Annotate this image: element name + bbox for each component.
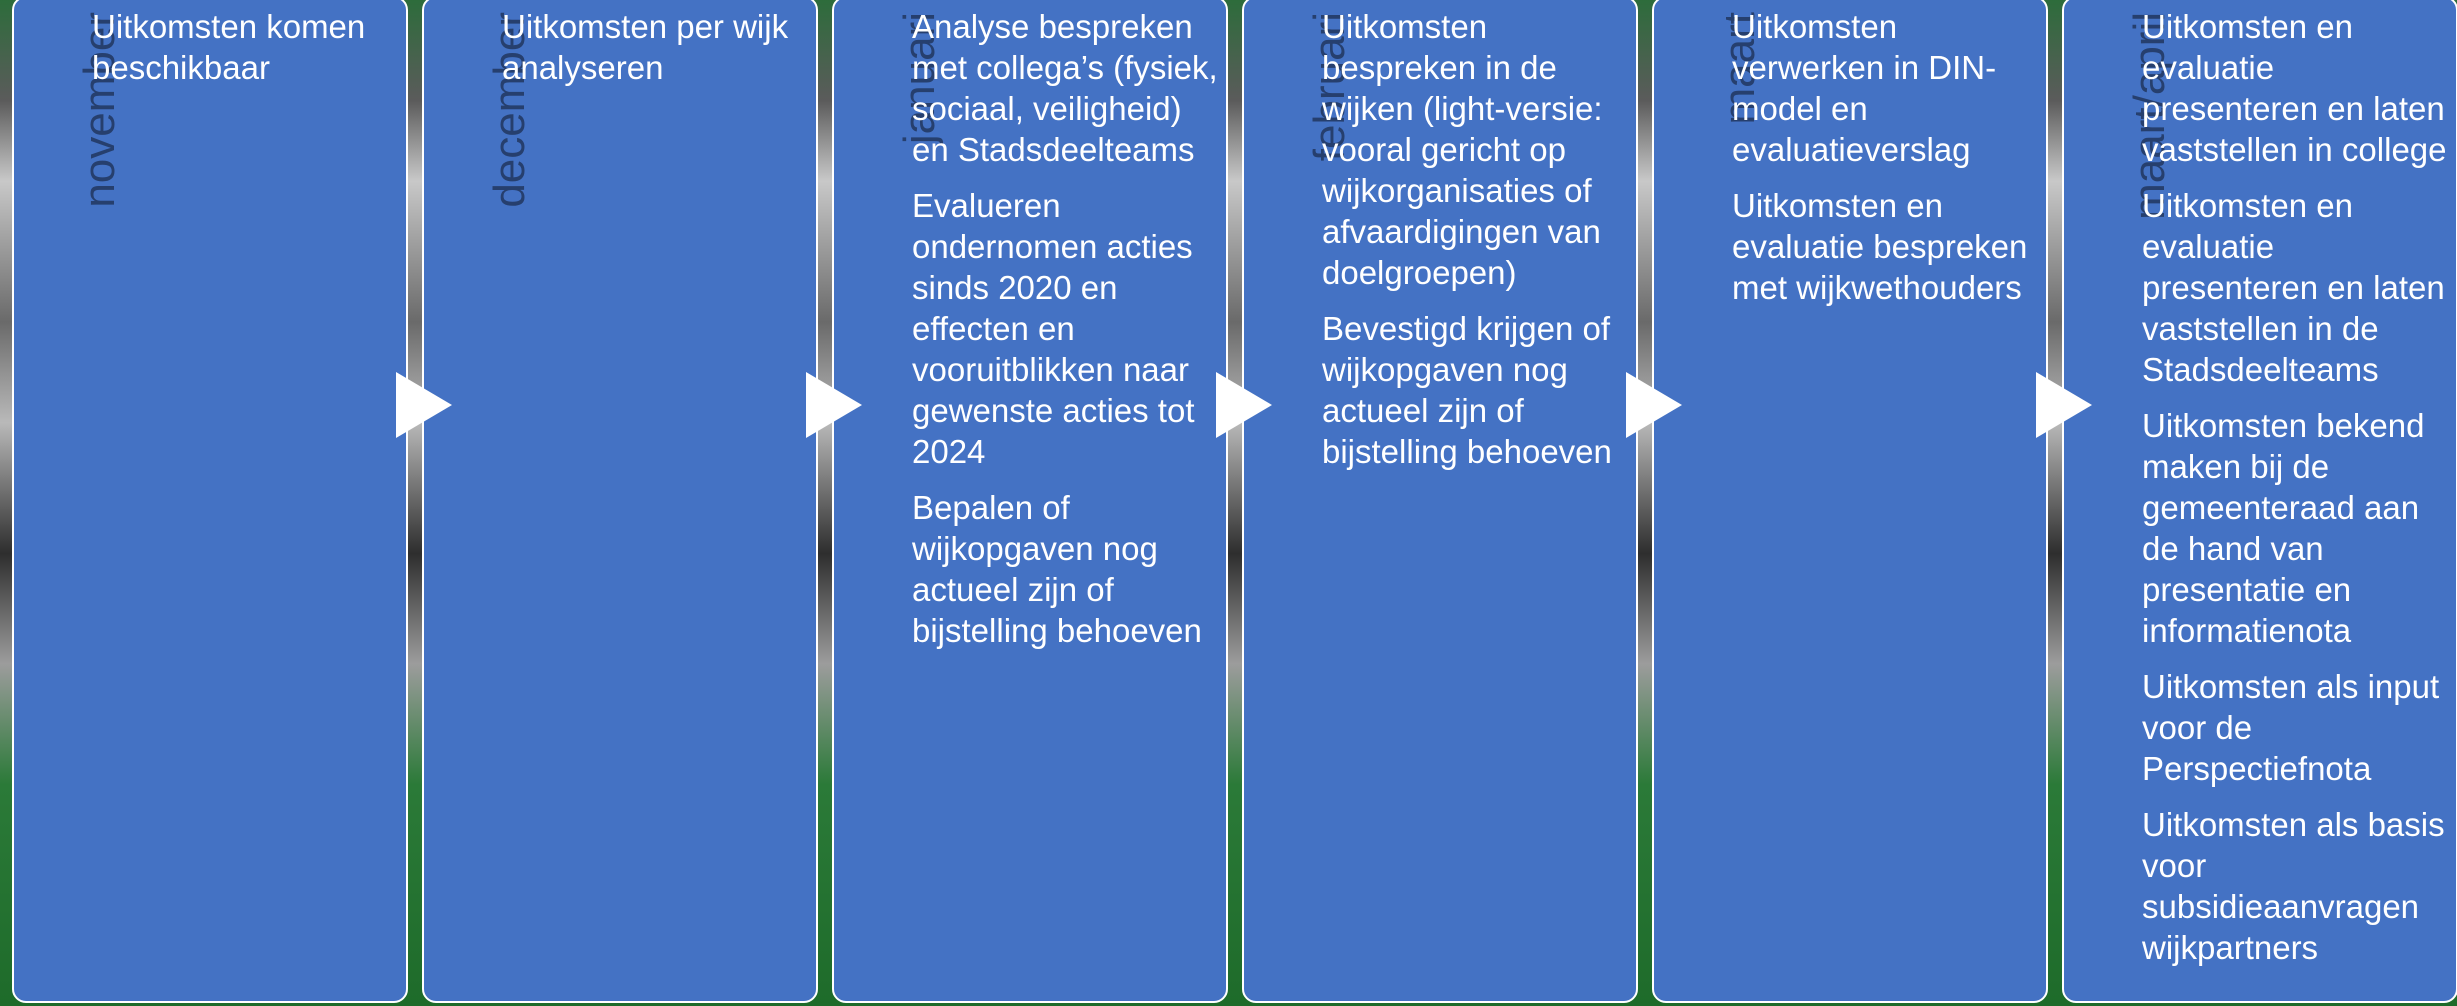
stage-items: Analyse bespreken met collega’s (fysiek,… <box>912 6 1220 666</box>
stage-items: Uitkomsten komen beschikbaar <box>92 6 400 103</box>
arrow-right-icon <box>1626 372 1682 438</box>
stage-item: Bepalen of wijkopgaven nog actueel zijn … <box>912 489 1202 649</box>
stage-item: Uitkomsten en evaluatie bespreken met wi… <box>1732 187 2028 306</box>
stage-februari: februari Uitkomsten bespreken in de wijk… <box>1242 0 1638 1003</box>
stage-item: Uitkomsten verwerken in DIN-model en eva… <box>1732 8 1997 168</box>
stage-item: Uitkomsten per wijk analyseren <box>502 8 789 86</box>
stage-items: Uitkomsten bespreken in de wijken (light… <box>1322 6 1630 487</box>
stage-item: Uitkomsten bekend maken bij de gemeenter… <box>2142 407 2425 649</box>
stage-item: Uitkomsten en evaluatie presenteren en l… <box>2142 8 2447 168</box>
stage-item: Bevestigd krijgen of wijkopgaven nog act… <box>1322 310 1612 470</box>
stage-item: Uitkomsten komen beschikbaar <box>92 8 366 86</box>
stage-month-label: november <box>75 12 124 208</box>
stage-month-label: februari <box>1305 12 1354 162</box>
stage-maart: maart Uitkomsten verwerken in DIN-model … <box>1652 0 2048 1003</box>
stage-month-label: maart/april <box>2125 12 2174 220</box>
stage-item: Uitkomsten als input voor de Perspectief… <box>2142 668 2440 787</box>
stage-items: Uitkomsten per wijk analyseren <box>502 6 810 103</box>
stage-item: Uitkomsten bespreken in de wijken (light… <box>1322 8 1603 291</box>
timeline-diagram: november Uitkomsten komen beschikbaar de… <box>12 0 2457 1006</box>
arrow-right-icon <box>396 372 452 438</box>
stage-maart-april: maart/april Uitkomsten en evaluatie pres… <box>2062 0 2457 1003</box>
stage-januari: januari Analyse bespreken met collega’s … <box>832 0 1228 1003</box>
stage-item: Analyse bespreken met collega’s (fysiek,… <box>912 8 1218 168</box>
arrow-right-icon <box>806 372 862 438</box>
stage-month-label: december <box>485 12 534 208</box>
stage-item: Uitkomsten als basis voor subsidieaanvra… <box>2142 806 2445 966</box>
stage-items: Uitkomsten en evaluatie presenteren en l… <box>2142 6 2450 983</box>
stage-item: Evalueren ondernomen acties sinds 2020 e… <box>912 187 1195 470</box>
stage-month-label: januari <box>895 12 944 145</box>
stage-item: Uitkomsten en evaluatie presenteren en l… <box>2142 187 2445 388</box>
stage-november: november Uitkomsten komen beschikbaar <box>12 0 408 1003</box>
arrow-right-icon <box>1216 372 1272 438</box>
stage-month-label: maart <box>1715 12 1764 125</box>
stage-december: december Uitkomsten per wijk analyseren <box>422 0 818 1003</box>
stage-items: Uitkomsten verwerken in DIN-model en eva… <box>1732 6 2040 323</box>
arrow-right-icon <box>2036 372 2092 438</box>
